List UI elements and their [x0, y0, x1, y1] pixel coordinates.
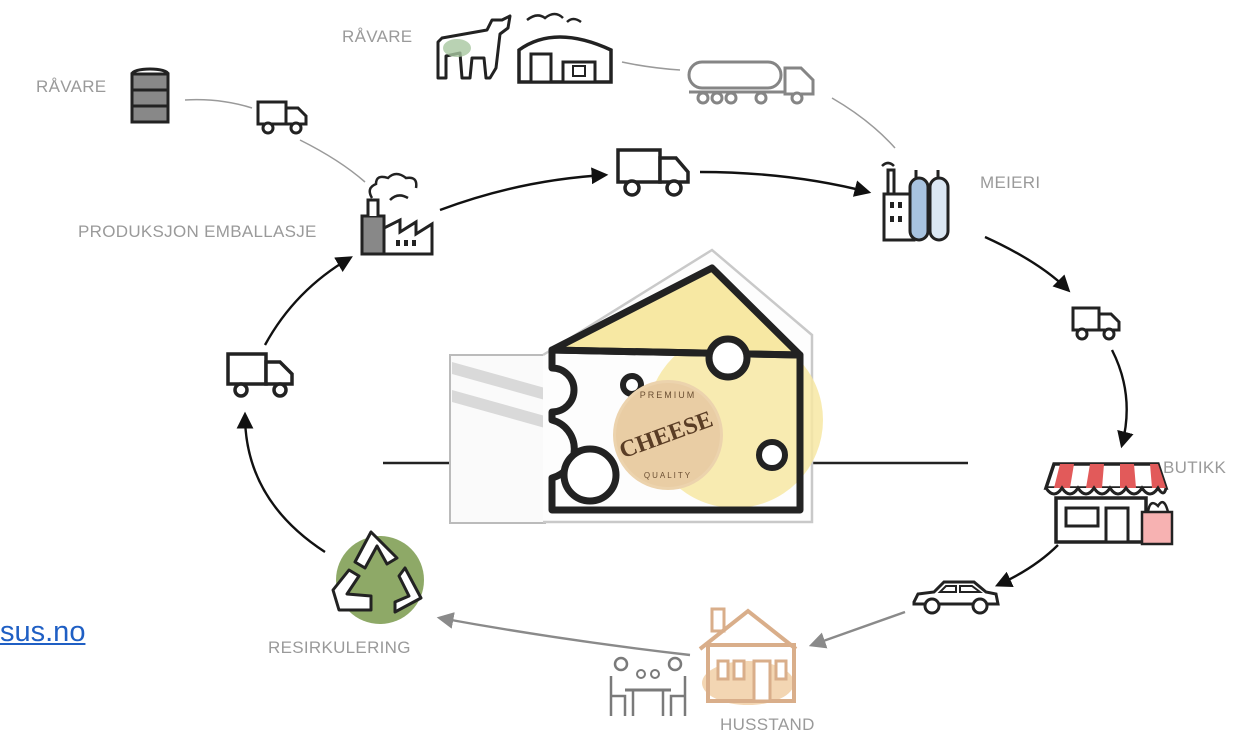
arrow-store-car [994, 544, 1059, 588]
website-link[interactable]: sus.no [0, 616, 86, 648]
barn-icon [517, 12, 613, 84]
household-icon [609, 607, 798, 716]
dairy-icon [881, 161, 950, 242]
label-ravare-top: RÅVARE [342, 27, 412, 46]
stamp-bottom-text: QUALITY [644, 471, 692, 480]
plastic-wrap [449, 354, 546, 524]
cycle-arrows [236, 167, 1134, 657]
arrow-truck-dairy [699, 170, 872, 197]
label-ravare-left: RÅVARE [36, 77, 106, 96]
arrow-truck-factory [263, 256, 353, 346]
connector-barrel-truck [184, 98, 253, 109]
arrow-car-household [808, 610, 906, 649]
barrel-icon [130, 67, 170, 124]
label-husstand: HUSSTAND [720, 715, 815, 734]
connector-farm-tanker [621, 61, 681, 71]
truck-icon-delivery [616, 148, 690, 197]
recycle-icon [331, 530, 424, 624]
cheese-hole-top [705, 335, 751, 381]
connector-tanker-dairy [831, 97, 896, 149]
factory-icon [360, 172, 434, 256]
truck-icon-return [226, 352, 294, 398]
connector-truck-factory [299, 139, 366, 183]
label-meieri: MEIERI [980, 173, 1040, 192]
cheese-hole-right [756, 439, 788, 471]
family-table-icon [609, 656, 687, 716]
arrow-household-recycle [436, 612, 691, 657]
car-icon [912, 580, 1000, 615]
label-butikk: BUTIKK [1163, 458, 1227, 477]
raw-material-connectors [184, 61, 896, 183]
label-resirkulering: RESIRKULERING [268, 638, 411, 657]
stamp-top-text: PREMIUM [640, 390, 697, 400]
cow-icon [436, 14, 512, 80]
cheese-hole-large [560, 445, 620, 505]
arrow-recycle-truck [236, 411, 326, 554]
cheese-package: PREMIUM CHEESE QUALITY [383, 248, 968, 524]
tanker-truck-icon [687, 60, 815, 105]
truck-icon-dairy [1071, 306, 1121, 341]
label-produksjon-emballasje: PRODUKSJON EMBALLASJE [78, 222, 317, 241]
arrow-factory-truck [439, 167, 609, 212]
truck-icon-raw [256, 100, 308, 135]
arrow-dairy-truck [984, 235, 1071, 293]
store-icon [1043, 462, 1174, 546]
premium-cheese-stamp: PREMIUM CHEESE QUALITY [613, 380, 723, 490]
house-icon [698, 607, 798, 705]
arrow-truck-store [1110, 349, 1134, 449]
